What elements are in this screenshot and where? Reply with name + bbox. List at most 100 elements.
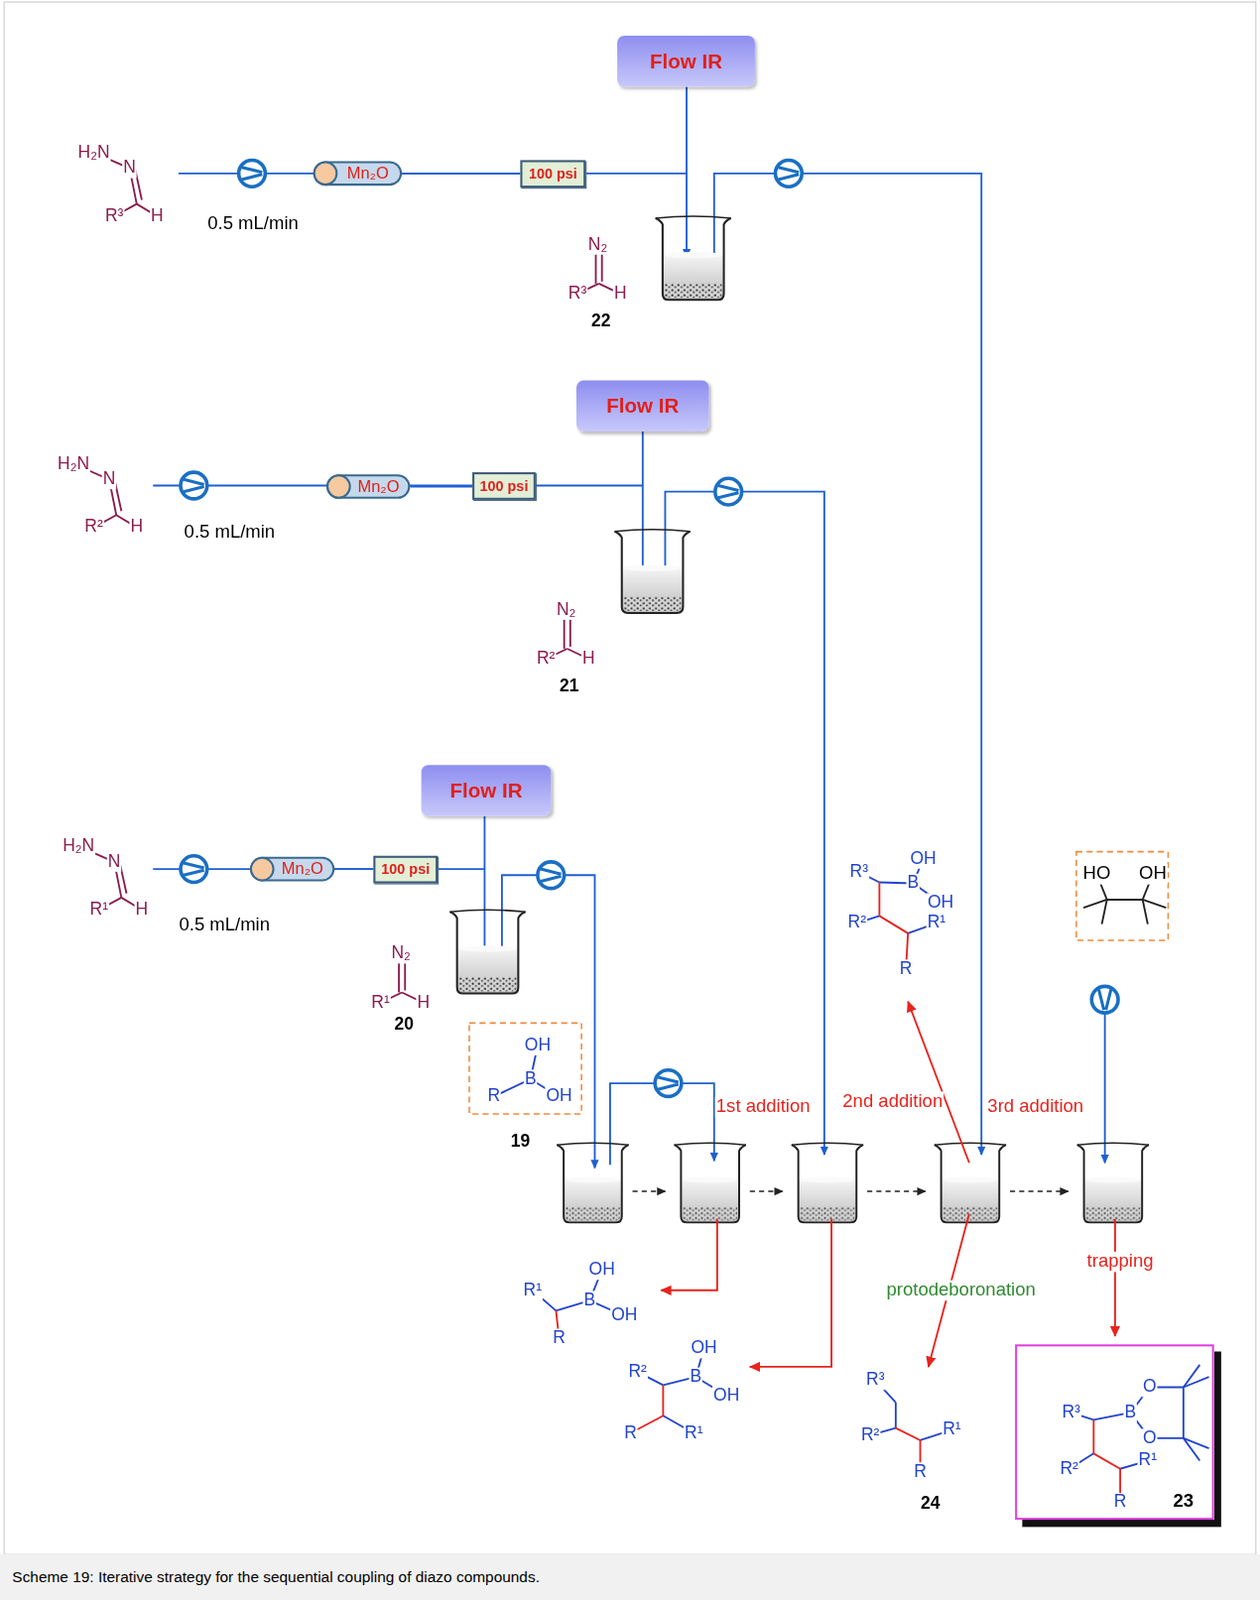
- node-text: Flow IR: [606, 393, 679, 418]
- node-text: Mn₂O: [347, 163, 389, 183]
- pressure-regulator: 100 psi: [472, 472, 536, 501]
- atom-label: R: [623, 1423, 638, 1443]
- atom-label: R: [551, 1329, 567, 1349]
- atom-label: OH: [908, 849, 937, 869]
- line: [714, 173, 982, 1155]
- pressure-regulator: 100 psi: [373, 856, 438, 884]
- bond: [878, 882, 881, 916]
- arrow: [750, 1219, 832, 1368]
- node-text: 100 psi: [480, 478, 529, 496]
- atom-label: R¹: [522, 1280, 544, 1300]
- pump: [180, 472, 208, 500]
- oxidant-column: Mn₂O: [250, 857, 335, 882]
- atom-label: H: [415, 993, 431, 1012]
- atom-label: B: [905, 874, 920, 893]
- atom-label: B: [1123, 1403, 1137, 1423]
- step-label: protodeboronation: [885, 1280, 1037, 1301]
- atom-label: H: [134, 900, 150, 920]
- flow-connector: [334, 868, 374, 871]
- beaker: [615, 529, 691, 614]
- atom-label: OH: [610, 1306, 638, 1326]
- atom-label: O: [1141, 1378, 1158, 1397]
- atom-label: OH: [544, 1087, 573, 1107]
- atom-label: R¹: [370, 993, 391, 1012]
- caption-band: Scheme 19: Iterative strategy for the se…: [0, 1554, 1260, 1600]
- bond: [1102, 899, 1108, 925]
- bond: [569, 618, 572, 647]
- bond: [1083, 899, 1108, 908]
- beaker: [934, 1142, 1007, 1223]
- line: [685, 86, 688, 257]
- atom-label: OH: [689, 1339, 718, 1359]
- bond: [1142, 899, 1167, 908]
- beaker: [655, 216, 732, 300]
- atom-label: N: [102, 470, 118, 490]
- atom-label: N: [107, 852, 123, 872]
- node-text: 100 psi: [528, 165, 578, 183]
- bond: [595, 252, 598, 284]
- oxidant-column: Mn₂O: [313, 160, 402, 186]
- atom-label: 0.5 mL/min: [177, 914, 271, 935]
- node-text: 23: [1173, 1491, 1195, 1512]
- bond: [1182, 1386, 1185, 1438]
- atom-label: R¹: [88, 900, 110, 920]
- atom-label: HO: [1082, 864, 1113, 884]
- step-label: trapping: [1086, 1252, 1155, 1272]
- line: [437, 868, 485, 871]
- node-text: 100 psi: [380, 861, 430, 879]
- atom-label: R: [1113, 1493, 1129, 1512]
- flow-ir-box: Flow IR: [576, 380, 710, 432]
- atom-label: R²: [860, 1425, 882, 1445]
- atom-label: H: [128, 517, 144, 537]
- dashed-box: [1076, 852, 1169, 941]
- frame: [3, 1, 1257, 1555]
- arrow: [1009, 1190, 1069, 1193]
- compound-number: 22: [590, 311, 613, 331]
- column-bead: [313, 160, 339, 186]
- bond: [894, 1402, 897, 1429]
- product-arrows: [660, 1002, 1116, 1368]
- bond: [879, 915, 908, 933]
- compound-number: 19: [509, 1133, 532, 1152]
- step-label: 3rd addition: [986, 1097, 1085, 1118]
- bond: [1183, 1438, 1200, 1462]
- atom-label: R²: [627, 1362, 648, 1382]
- atom-label: R¹: [1137, 1451, 1159, 1471]
- flow-connector: [401, 172, 520, 175]
- flow-ir-box: Flow IR: [421, 764, 552, 816]
- atom-label: R³: [1060, 1403, 1082, 1423]
- flow-lines: [152, 86, 1105, 1168]
- atom-label: N₂: [555, 600, 577, 620]
- bond: [661, 1385, 664, 1416]
- node-text: Flow IR: [649, 49, 723, 74]
- atom-label: O: [1141, 1428, 1158, 1448]
- bond: [1183, 1365, 1200, 1388]
- line: [1104, 1013, 1107, 1163]
- atom-label: R³: [849, 863, 871, 882]
- compound-number: 24: [919, 1494, 942, 1513]
- compound-number: 20: [392, 1015, 415, 1035]
- line: [585, 172, 687, 175]
- bond: [1107, 898, 1143, 901]
- atom-label: R: [898, 959, 914, 979]
- line: [535, 485, 643, 488]
- pump: [180, 856, 208, 883]
- beaker: [674, 1142, 747, 1223]
- arrow: [632, 1190, 666, 1193]
- bond: [1093, 1453, 1121, 1469]
- oxidant-column: Mn₂O: [326, 474, 410, 500]
- pump: [537, 862, 565, 889]
- bond: [397, 962, 400, 994]
- atom-label: R²: [83, 517, 105, 537]
- node-text: Mn₂O: [281, 860, 324, 880]
- atom-label: R³: [104, 206, 126, 226]
- atom-label: B: [523, 1069, 538, 1089]
- atom-label: H: [581, 649, 597, 669]
- pumps: [180, 159, 1119, 1097]
- atom-label: R¹: [941, 1420, 963, 1440]
- atom-label: H₂N: [61, 837, 96, 857]
- atom-label: B: [688, 1368, 703, 1387]
